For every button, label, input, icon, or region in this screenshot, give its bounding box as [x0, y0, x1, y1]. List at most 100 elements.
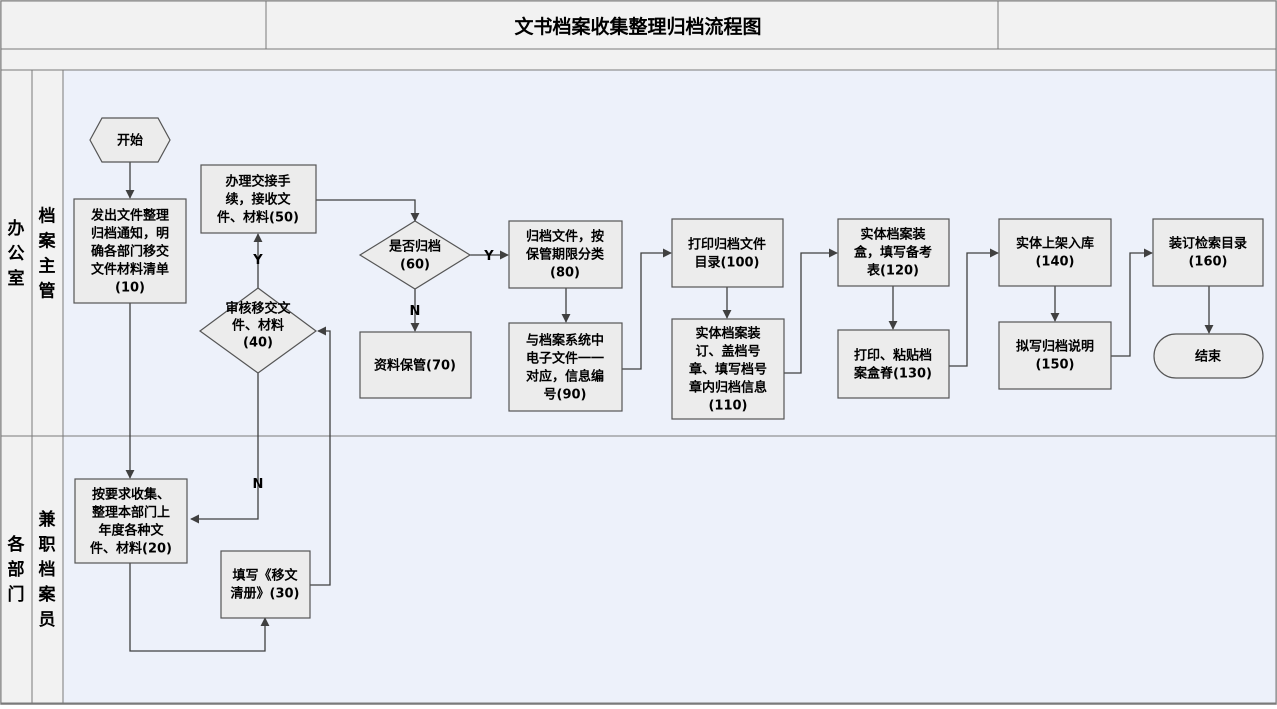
edge-90-to-100	[622, 248, 672, 370]
node-label-n90-line-1: 电子文件一一	[526, 351, 604, 367]
node-label-n90-line-3: 号(90)	[544, 388, 587, 403]
lane-char: 办	[8, 218, 25, 239]
process-80	[508, 220, 623, 289]
edge-label-60-yes: Y	[483, 249, 494, 264]
node-label-n120-line-1: 盒，填写备考	[854, 245, 932, 261]
lane-char: 职	[39, 535, 56, 555]
node-label-n20-line-2: 年度各种文	[98, 523, 164, 539]
edge-50-to-60	[316, 199, 420, 222]
lane-char: 档	[39, 206, 56, 227]
node-label-n140-line-1: (140)	[1035, 255, 1074, 270]
node-label-start-line-0: 开始	[117, 133, 143, 149]
process-50	[200, 164, 317, 234]
node-label-n110-line-3: 章内归档信息	[689, 380, 767, 396]
node-label-n100-line-0: 打印归档文件	[688, 237, 766, 253]
node-label-n60-line-0: 是否归档	[388, 239, 441, 255]
edge-20-to-30	[129, 563, 270, 652]
edge-150-to-160	[1111, 248, 1153, 357]
process-150	[998, 321, 1112, 390]
process-160	[1152, 218, 1264, 287]
node-label-n90-line-2: 对应，信息编	[526, 369, 604, 385]
start-node	[89, 117, 171, 163]
node-label-n160-line-1: (160)	[1188, 255, 1227, 270]
edge-40-no-to-20	[190, 373, 259, 524]
lane-label-department-bottom: 各部门	[7, 534, 26, 605]
node-label-n110-line-0: 实体档案装	[695, 326, 760, 342]
process-140	[998, 218, 1112, 287]
process-100	[671, 218, 784, 288]
process-10	[73, 198, 187, 304]
node-label-n40-line-1: 件、材料	[232, 318, 284, 334]
node-label-n90-line-0: 与档案系统中	[526, 333, 604, 349]
node-label-n130-line-0: 打印、粘贴档	[854, 348, 932, 364]
node-label-n10-line-1: 归档通知，明	[91, 226, 169, 242]
node-label-n80-line-2: (80)	[550, 266, 580, 281]
end-node	[1153, 333, 1264, 379]
edges	[125, 162, 1214, 652]
node-label-n40-line-0: 审核移交文	[225, 301, 291, 317]
process-110	[671, 318, 785, 420]
node-label-n20-line-1: 整理本部门上	[91, 505, 170, 521]
edge-label-40-no: N	[253, 477, 264, 492]
node-label-n160-line-0: 装订检索目录	[1168, 236, 1247, 252]
node-label-n50-line-0: 办理交接手	[225, 174, 290, 190]
node-label-n50-line-2: 件、材料(50)	[217, 210, 299, 226]
edge-130-to-140	[949, 248, 999, 367]
node-label-n80-line-1: 保管期限分类	[525, 247, 605, 263]
node-label-n30-line-0: 填写《移文	[232, 568, 298, 584]
lane-label-department-top: 办公室	[8, 218, 25, 289]
node-label-n120-line-2: 表(120)	[866, 263, 919, 279]
process-130	[837, 329, 950, 399]
edge-30-to-40	[310, 326, 331, 586]
process-30	[220, 550, 311, 619]
node-label-n10-line-4: (10)	[115, 281, 145, 296]
node-label-n20-line-3: 件、材料(20)	[90, 541, 172, 557]
process-70	[359, 331, 472, 399]
node-label-n70-line-0: 资料保管(70)	[374, 358, 456, 374]
node-label-n80-line-0: 归档文件，按	[526, 229, 604, 245]
department-column	[0, 69, 33, 704]
node-label-n140-line-0: 实体上架入库	[1016, 236, 1094, 252]
process-120	[837, 218, 950, 287]
edge-110-to-120	[784, 248, 838, 374]
lane-char: 室	[8, 268, 25, 289]
lane-char: 员	[39, 610, 56, 630]
lane-char: 部	[8, 559, 25, 580]
node-label-n10-line-2: 确各部门移交	[91, 244, 169, 260]
lane-char: 管	[39, 281, 56, 302]
edge-label-40-yes: Y	[252, 253, 263, 268]
decision-60	[358, 220, 472, 290]
node-label-n150-line-0: 拟写归档说明	[1016, 339, 1094, 355]
node-label-end-line-0: 结束	[1195, 349, 1222, 365]
page-title: 文书档案收集整理归档流程图	[514, 15, 761, 38]
sub-header-bar	[0, 48, 1277, 71]
lane-char: 门	[8, 584, 25, 605]
node-label-n110-line-1: 订、盖档号	[695, 344, 760, 360]
lane-char: 各	[7, 534, 26, 555]
process-90	[508, 322, 623, 412]
lane-char: 档	[39, 559, 56, 580]
title-bar	[0, 0, 1277, 50]
node-label-n30-line-1: 清册》(30)	[231, 586, 300, 602]
node-label-n50-line-1: 续，接收文	[225, 192, 291, 208]
node-label-n110-line-2: 章、填写档号	[689, 362, 767, 378]
node-label-n10-line-3: 文件材料清单	[91, 262, 169, 278]
role-column	[31, 69, 64, 704]
decision-40	[198, 287, 318, 374]
lane-char: 案	[38, 231, 57, 252]
node-label-n40-line-2: (40)	[243, 336, 273, 351]
nodes	[73, 117, 1264, 619]
lane-char: 兼	[39, 509, 56, 530]
process-20	[74, 478, 188, 564]
node-label-n150-line-1: (150)	[1035, 358, 1074, 373]
node-label-n60-line-1: (60)	[400, 258, 430, 273]
lane-char: 案	[38, 584, 57, 605]
node-label-n110-line-4: (110)	[708, 399, 747, 414]
node-label-n20-line-0: 按要求收集、	[92, 487, 170, 503]
node-label-n10-line-0: 发出文件整理	[90, 208, 169, 224]
